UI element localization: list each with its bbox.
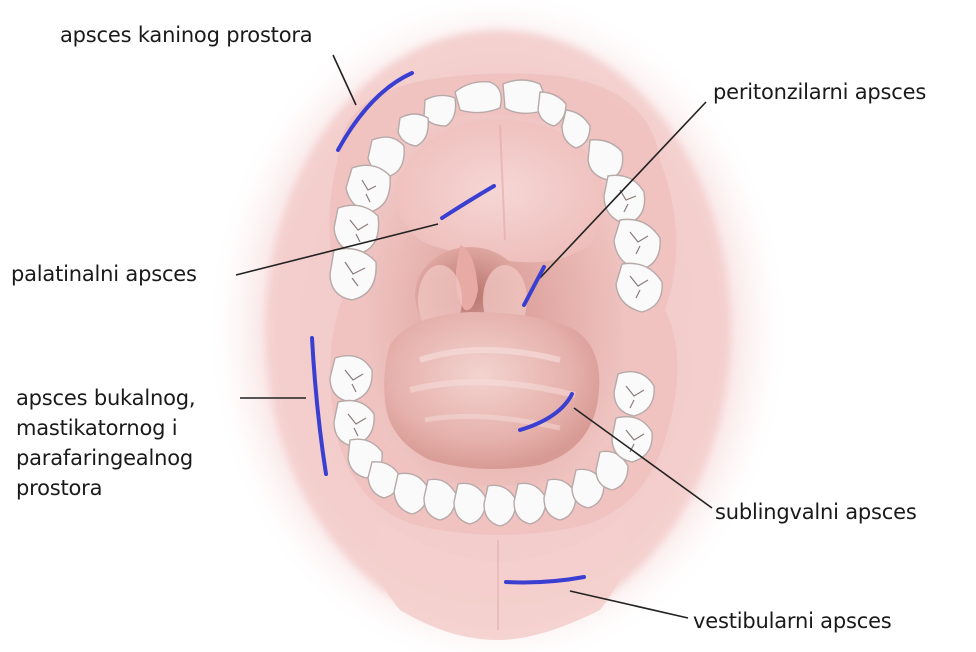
label-canine-space-abscess: apsces kaninog prostora [60,20,312,50]
label-peritonsillar-abscess: peritonzilarni apsces [713,77,926,107]
label-buccal-line-1: apsces bukalnog, [16,383,195,413]
label-buccal-line-4: prostora [16,473,195,503]
label-buccal-line-2: mastikatornog i [16,413,195,443]
label-buccal-masticator-parapharyngeal-abscess: apsces bukalnog, mastikatornog i parafar… [16,383,195,503]
label-sublingual-abscess: sublingvalni apsces [715,497,917,527]
label-vestibular-abscess: vestibularni apsces [693,606,892,636]
label-buccal-line-3: parafaringealnog [16,443,195,473]
tongue [384,312,599,469]
label-palatal-abscess: palatinalni apsces [11,259,197,289]
